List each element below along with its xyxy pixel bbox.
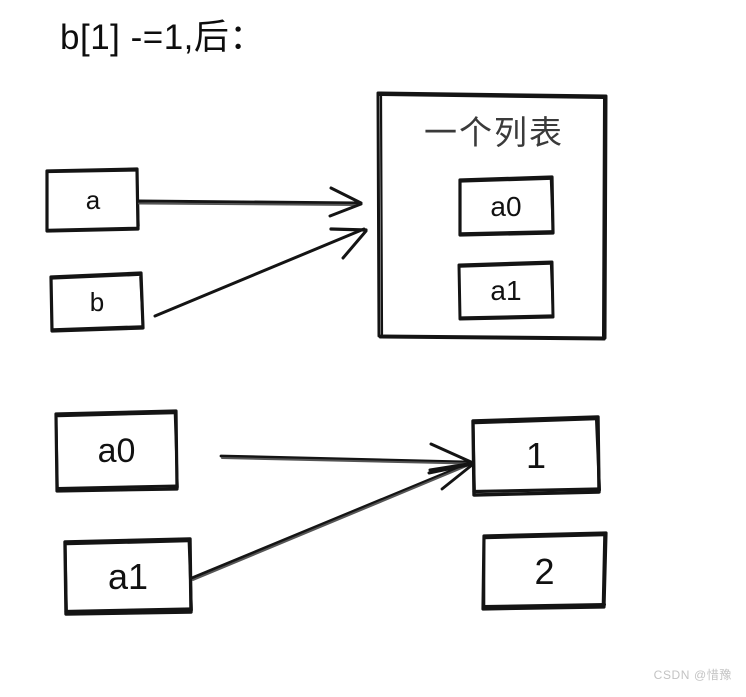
list-item-a0-label: a0 — [490, 190, 522, 222]
list-container-outline — [376, 91, 608, 341]
var-b-box-outline — [49, 271, 145, 333]
list-item-a1-label: a1 — [490, 275, 522, 306]
ref-a0-label: a0 — [97, 432, 136, 470]
csdn-watermark: CSDN @惜豫 — [653, 668, 732, 682]
list-container-title: 一个列表 — [424, 116, 564, 152]
page-title: b[1] -=1,后： — [60, 18, 265, 57]
value-2-box-outline — [481, 531, 608, 611]
var-b-label: b — [89, 287, 105, 317]
value-1-label: 1 — [525, 435, 547, 476]
ref-a1-box-outline — [63, 537, 193, 616]
arrow-b-to-list — [153, 227, 368, 318]
arrow-a-to-list — [136, 186, 363, 218]
var-a-label: a — [85, 184, 101, 215]
ref-a1-label: a1 — [107, 556, 149, 597]
value-2-label: 2 — [534, 550, 555, 592]
arrow-a0-to-value1 — [219, 442, 473, 472]
arrow-a1-to-value1 — [190, 461, 474, 581]
list-item-a0-outline — [458, 175, 555, 237]
var-a-box-outline — [45, 167, 140, 233]
list-item-a1-outline — [457, 260, 555, 321]
value-1-box-outline — [471, 415, 601, 497]
ref-a0-box-outline — [54, 409, 179, 493]
